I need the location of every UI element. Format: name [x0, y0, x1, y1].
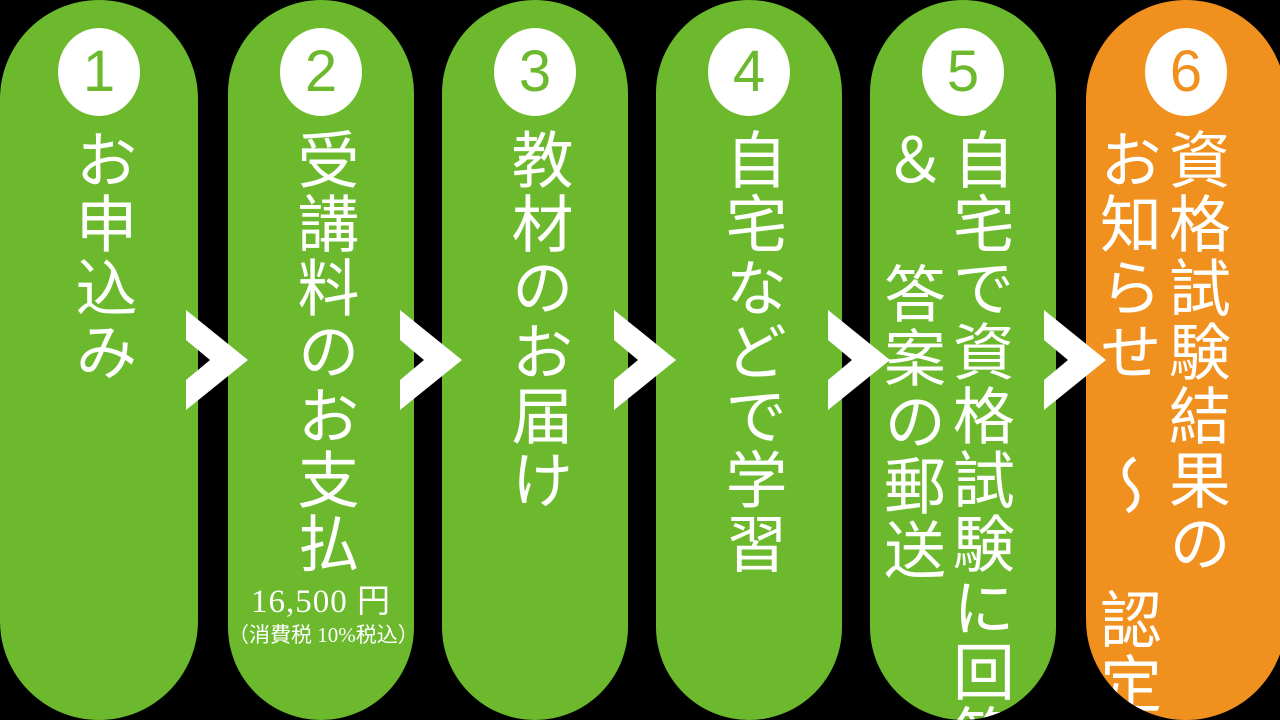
- step-card-3[interactable]: 3 教材のお届け: [442, 0, 628, 720]
- step-number-badge-5: 5: [922, 28, 1004, 116]
- step-number-badge-3: 3: [494, 28, 576, 116]
- step-label-1-col-1: お申込み: [65, 128, 134, 384]
- step-label-6-col-1: 資格試験結果の: [1158, 128, 1227, 576]
- step-number-badge-2: 2: [280, 28, 362, 116]
- step-number-5: 5: [946, 39, 980, 104]
- step-label-4-col-1: 自宅などで学習: [715, 128, 784, 576]
- price-tax-note: （消費税 10%税込）: [228, 622, 414, 647]
- step-label-5-col-1: 自宅で資格試験に回答: [942, 128, 1011, 720]
- step-card-4[interactable]: 4 自宅などで学習: [656, 0, 842, 720]
- step-body-6: 資格試験結果の お知らせ 〜 認定: [1086, 128, 1280, 720]
- step-number-4: 4: [732, 39, 766, 104]
- step-label-5-col-2: ＆ 答案の郵送: [873, 128, 942, 582]
- step-number-2: 2: [304, 39, 338, 104]
- step-body-2: 受講料のお支払: [228, 128, 414, 720]
- step-body-5: 自宅で資格試験に回答 ＆ 答案の郵送: [870, 128, 1056, 720]
- price-amount: 16,500 円: [251, 583, 391, 620]
- step-card-2[interactable]: 2 受講料のお支払 16,500 円 （消費税 10%税込）: [228, 0, 414, 720]
- price-block: 16,500 円 （消費税 10%税込）: [228, 584, 414, 648]
- step-label-6-col-2: お知らせ 〜 認定: [1089, 128, 1158, 716]
- step-body-4: 自宅などで学習: [656, 128, 842, 720]
- step-card-5[interactable]: 5 自宅で資格試験に回答 ＆ 答案の郵送: [870, 0, 1056, 720]
- step-label-3-col-1: 教材のお届け: [501, 128, 570, 512]
- step-body-1: お申込み: [0, 128, 198, 720]
- step-number-3: 3: [518, 39, 552, 104]
- step-label-2-col-1: 受講料のお支払: [287, 128, 356, 576]
- step-number-6: 6: [1169, 39, 1203, 104]
- step-card-1[interactable]: 1 お申込み: [0, 0, 198, 720]
- step-number-badge-4: 4: [708, 28, 790, 116]
- step-number-badge-6: 6: [1145, 28, 1227, 116]
- step-body-3: 教材のお届け: [442, 128, 628, 720]
- step-number-1: 1: [82, 39, 116, 104]
- step-number-badge-1: 1: [58, 28, 140, 116]
- step-card-6[interactable]: 6 資格試験結果の お知らせ 〜 認定: [1086, 0, 1280, 720]
